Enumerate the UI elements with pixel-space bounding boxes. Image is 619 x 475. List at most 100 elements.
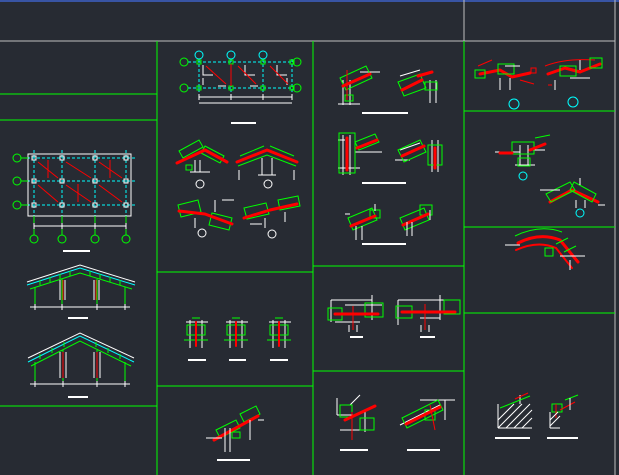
detail-line (397, 295, 455, 332)
connection-detail-11 (399, 204, 433, 236)
roof-purlin-line (26, 267, 136, 286)
roof-top-chord (27, 332, 135, 359)
detail-line (336, 394, 372, 432)
steel-member (343, 404, 377, 422)
purlin-ticks (39, 271, 121, 285)
panel-grid-lines (0, 41, 615, 475)
detail-line (399, 69, 437, 103)
plate-outline (559, 57, 603, 77)
steel-member (400, 70, 434, 92)
roof-purlin-line (27, 335, 135, 363)
axis-bubble (292, 83, 302, 93)
steel-member-thin (555, 401, 576, 418)
section-marker (197, 228, 207, 238)
plate-outline (397, 139, 443, 166)
column-detail-2 (224, 317, 248, 361)
wall-hatch (549, 398, 571, 429)
axis-bubble (194, 50, 204, 60)
steel-member (235, 148, 299, 164)
column-member (62, 352, 98, 378)
axis-grid-line (22, 150, 135, 220)
connection-detail-10 (345, 204, 381, 240)
column-detail-1 (184, 317, 208, 361)
steel-member (548, 188, 600, 204)
plate-outline (395, 299, 461, 319)
steel-member (498, 142, 547, 155)
plate-outline (545, 181, 597, 203)
connection-detail-4 (242, 195, 301, 239)
axis-bubble (292, 57, 302, 67)
steel-member (516, 235, 580, 264)
plan-outline (27, 153, 132, 217)
beam-connection-detail-1 (327, 295, 384, 338)
steel-member-thin (514, 392, 529, 400)
roof-truss-elevation-a (26, 264, 136, 319)
bracing-member (205, 64, 289, 86)
axis-bubble (12, 153, 22, 163)
eave-detail-1 (495, 134, 551, 181)
section-marker (267, 229, 277, 239)
dimension-line (198, 94, 293, 104)
column-outline (59, 352, 101, 378)
steel-member-thin (429, 404, 436, 431)
steel-member (212, 414, 260, 442)
detail-line (250, 212, 286, 228)
steel-member (404, 405, 442, 426)
framing-plan-left (12, 150, 135, 252)
plate-outline (338, 132, 380, 174)
column-outline (59, 280, 100, 300)
axis-bubble (179, 83, 189, 93)
steel-member (400, 144, 437, 170)
steel-member (175, 148, 229, 165)
axis-bubble (258, 50, 268, 60)
section-marker (575, 208, 585, 218)
axis-bubble (179, 57, 189, 67)
connection-detail-2 (235, 145, 299, 189)
ridge-detail-2 (544, 57, 603, 108)
plate-outline (474, 63, 515, 79)
detail-line (499, 65, 520, 90)
roof-truss-elevation-b (27, 332, 135, 398)
detail-line (330, 295, 382, 332)
connection-detail-5 (206, 405, 264, 461)
detail-line (395, 140, 439, 172)
steel-member (177, 209, 234, 226)
detail-line (345, 204, 376, 240)
dimension-line (30, 304, 130, 310)
detail-line (540, 178, 605, 208)
connection-detail-6 (338, 65, 380, 105)
plate-outline (327, 302, 384, 321)
column-outline (338, 71, 380, 105)
steel-member-thin (515, 243, 573, 269)
steel-member (349, 214, 377, 228)
dimension-line (30, 381, 130, 387)
beam-connection-detail-2 (395, 295, 461, 338)
detail-line (206, 419, 264, 452)
connection-detail-7 (397, 69, 438, 103)
detail-line (194, 199, 234, 228)
connection-detail-1 (175, 139, 229, 189)
plate-outline (514, 228, 577, 257)
wall-base-detail (495, 392, 533, 439)
column-post (34, 279, 126, 305)
plate-outline (499, 395, 531, 409)
plate-outline (511, 134, 551, 167)
plate-outline (237, 145, 297, 167)
purlin-ticks (39, 342, 121, 359)
section-marker (195, 179, 205, 189)
steel-member (242, 202, 299, 220)
section-marker (518, 171, 528, 181)
axis-bubble (12, 176, 22, 186)
detail-line (190, 160, 210, 173)
column-marks (31, 155, 129, 208)
eave-detail-2 (540, 178, 605, 218)
beam-connection-detail-3 (336, 394, 377, 451)
axis-bubble (29, 234, 39, 244)
wall-hatch (497, 395, 533, 429)
column-detail-3 (267, 317, 291, 361)
column-member (62, 280, 97, 300)
steel-member (345, 136, 379, 172)
plate-outline (399, 204, 433, 231)
